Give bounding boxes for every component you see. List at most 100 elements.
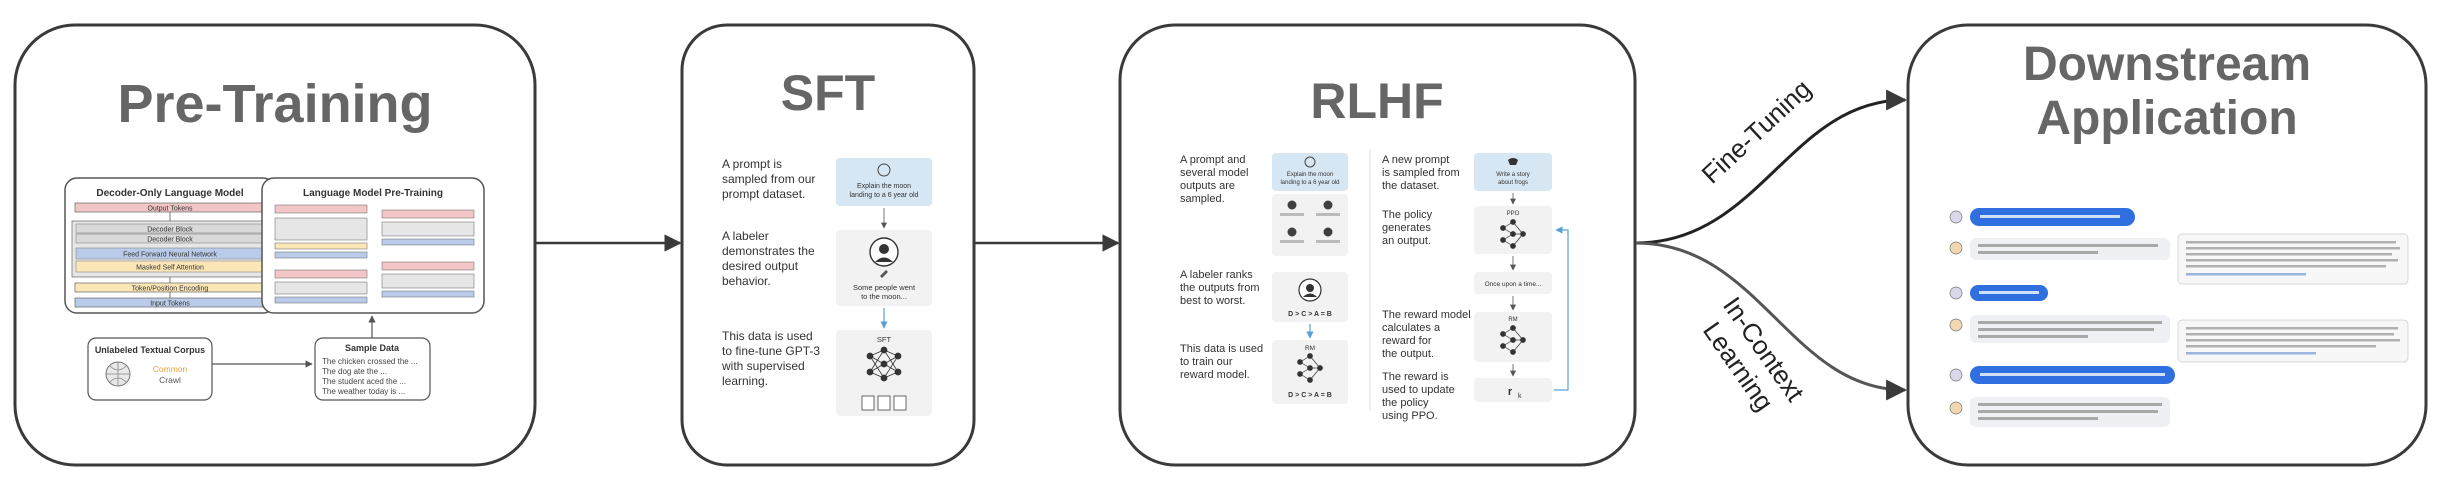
rlhf-left-prompt-line0: Explain the moon bbox=[1287, 172, 1333, 178]
rlhf-output-text: Once upon a time... bbox=[1485, 281, 1542, 288]
sample-title: Sample Data bbox=[345, 343, 400, 353]
rlhf-right-prompt-line0: Write a story bbox=[1496, 172, 1530, 178]
rlhf-right-step0-line1: is sampled from bbox=[1382, 167, 1460, 179]
arrow-fine-tuning bbox=[1635, 89, 1908, 245]
neural-network-icon bbox=[866, 346, 902, 382]
rlhf-left-prompt-card: Explain the moon landing to a 6 year old bbox=[1272, 153, 1348, 191]
rlhf-left-step2-line0: This data is used bbox=[1180, 343, 1263, 355]
rlhf-right-step3-line0: The reward is bbox=[1382, 371, 1449, 383]
decoder-block-0: Output Tokens bbox=[147, 206, 193, 213]
sft-demo-line0: Some people went bbox=[853, 283, 916, 292]
rlhf-right-step3-line1: used to update bbox=[1382, 384, 1455, 396]
rlhf-left-step2-line1: to train our bbox=[1180, 356, 1233, 368]
ppo-network-icon bbox=[1500, 219, 1526, 249]
decoder-block-4: Masked Self Attention bbox=[136, 265, 204, 272]
output-a-bubble bbox=[1287, 200, 1297, 210]
sft-step3-line1: to fine-tune GPT-3 bbox=[722, 344, 820, 358]
sft-step3-line3: learning. bbox=[722, 374, 768, 388]
pencil-icon bbox=[880, 270, 888, 278]
chat-message-assistant-1 bbox=[1949, 233, 2409, 285]
rlhf-rm-card: RM D > C > A = B bbox=[1272, 340, 1348, 404]
rlhf-right-prompt-line1: about frogs bbox=[1498, 180, 1528, 186]
rlhf-reward-sub: k bbox=[1518, 393, 1522, 400]
prompt-icon-2 bbox=[1304, 156, 1316, 168]
rlhf-right-step1-line0: The policy bbox=[1382, 209, 1433, 221]
corpus-logo-crawl: Crawl bbox=[159, 375, 181, 385]
sft-step1-line1: sampled from our bbox=[722, 172, 815, 186]
rlhf-right-step1-line1: generates bbox=[1382, 222, 1431, 234]
chat-message-user-3 bbox=[1949, 366, 2175, 384]
sample-line-0: The chicken crossed the ... bbox=[322, 357, 418, 366]
labeler-person-icon bbox=[869, 237, 899, 267]
assistant-avatar bbox=[1949, 241, 1963, 255]
lm-title: Language Model Pre-Training bbox=[303, 188, 443, 199]
output-c-bubble bbox=[1287, 227, 1297, 237]
rlhf-left-step1-line0: A labeler ranks bbox=[1180, 269, 1253, 281]
rlhf-rm-label: RM bbox=[1305, 345, 1315, 352]
rm-network-icon-2 bbox=[1500, 325, 1526, 355]
sft-demo-line1: to the moon... bbox=[861, 292, 907, 301]
rlhf-left-step0-line3: sampled. bbox=[1180, 193, 1225, 205]
decoder-block-1: Decoder Block bbox=[147, 227, 193, 234]
chat-message-assistant-3 bbox=[1949, 397, 2170, 427]
wikipedia-globe-icon bbox=[105, 361, 131, 387]
pretraining-title: Pre-Training bbox=[117, 74, 432, 134]
rlhf-left-step2-line2: reward model. bbox=[1180, 369, 1250, 381]
panel-pretraining: Pre-Training Decoder-Only Language Model… bbox=[13, 23, 537, 467]
sft-step2-line3: behavior. bbox=[722, 274, 771, 288]
rlhf-ppo-card: PPO bbox=[1474, 206, 1552, 254]
rlhf-left-step1-line2: best to worst. bbox=[1180, 295, 1245, 307]
downstream-title-line1: Downstream bbox=[2023, 38, 2311, 91]
rlhf-output-card: Once upon a time... bbox=[1474, 272, 1552, 294]
decoder-block-6: Input Tokens bbox=[150, 301, 190, 308]
rlhf-outputs-card bbox=[1272, 194, 1348, 256]
decoder-model-box: Decoder-Only Language Model Output Token… bbox=[64, 177, 276, 314]
sft-model-label: SFT bbox=[877, 335, 892, 344]
rlhf-left-step0-line1: several model bbox=[1180, 167, 1248, 179]
chat-message-user-2 bbox=[1949, 285, 2048, 301]
sample-line-2: The student aced the ... bbox=[322, 377, 406, 386]
rlhf-right-step0-line2: the dataset. bbox=[1382, 180, 1440, 192]
rlhf-left-prompt-line1: landing to a 6 year old bbox=[1280, 180, 1339, 186]
decoder-title: Decoder-Only Language Model bbox=[96, 188, 243, 199]
sample-line-3: The weather today is ... bbox=[322, 387, 405, 396]
sft-step3-line2: with supervised bbox=[721, 359, 805, 373]
rlhf-right-prompt-card: Write a story about frogs bbox=[1474, 153, 1552, 191]
rlhf-right-step3-line2: the policy bbox=[1382, 397, 1429, 409]
lm-mini-stack-a bbox=[274, 204, 368, 304]
downstream-title-line2: Application bbox=[2036, 92, 2297, 145]
rlhf-rm-card-2: RM bbox=[1474, 312, 1552, 362]
fine-tuning-label: Fine-Tuning bbox=[1696, 73, 1817, 189]
decoder-block-3: Feed Forward Neural Network bbox=[123, 252, 217, 259]
rlhf-right-step1-line2: an output. bbox=[1382, 235, 1431, 247]
rlhf-right-step0-line0: A new prompt bbox=[1382, 154, 1449, 166]
rlhf-right-step2-line3: the output. bbox=[1382, 348, 1434, 360]
sample-line-1: The dog ate the ... bbox=[322, 367, 387, 376]
panel-sft: SFT A prompt is sampled from our prompt … bbox=[680, 23, 976, 467]
chat-thread bbox=[1949, 208, 2409, 427]
rm-network-icon bbox=[1297, 353, 1323, 383]
output-d-bubble bbox=[1323, 227, 1333, 237]
sft-prompt-line1: landing to a 6 year old bbox=[850, 192, 919, 199]
ppo-feedback-loop bbox=[1554, 226, 1569, 391]
rlhf-ranking-card: D > C > A = B bbox=[1272, 272, 1348, 322]
rlhf-right-step3-line3: using PPO. bbox=[1382, 410, 1438, 422]
sft-step2-line2: desired output bbox=[722, 259, 799, 273]
rlhf-left-step1-line1: the outputs from bbox=[1180, 282, 1260, 294]
rlhf-right-step2-line2: reward for bbox=[1382, 335, 1432, 347]
rlhf-ranking: D > C > A = B bbox=[1288, 311, 1332, 318]
rlhf-ppo-label: PPO bbox=[1507, 211, 1520, 217]
user-avatar bbox=[1949, 210, 1963, 224]
sft-step2-line1: demonstrates the bbox=[722, 244, 815, 258]
sft-step1-line0: A prompt is bbox=[722, 157, 782, 171]
chat-message-assistant-2 bbox=[1949, 315, 2409, 363]
sft-prompt-line0: Explain the moon bbox=[857, 183, 911, 190]
prompt-icon bbox=[877, 163, 891, 177]
lm-pretraining-box: Language Model Pre-Training bbox=[261, 177, 485, 314]
rlhf-reward-card: r k bbox=[1474, 378, 1552, 402]
panel-rlhf: RLHF A prompt and several model outputs … bbox=[1118, 23, 1637, 467]
rlhf-right-step2-line1: calculates a bbox=[1382, 322, 1441, 334]
labeler-person-icon-2 bbox=[1298, 278, 1322, 302]
panel-downstream: Downstream Application bbox=[1906, 23, 2428, 467]
